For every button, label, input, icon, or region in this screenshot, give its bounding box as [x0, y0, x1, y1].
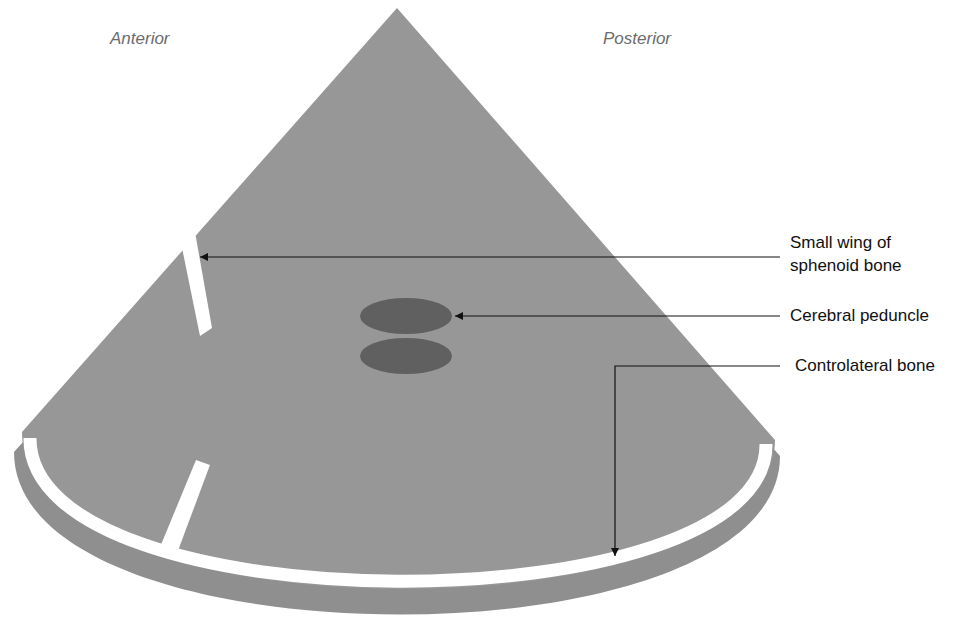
leader-line: [200, 256, 780, 257]
part-label: Small wing of sphenoid bone: [790, 232, 940, 278]
direction-label: Anterior: [110, 28, 270, 51]
leader-line: [455, 315, 780, 316]
direction-label: Posterior: [603, 28, 763, 51]
cerebral-peduncle: [360, 298, 452, 334]
controlateral-bone: [30, 438, 766, 581]
sphenoid-wing: [180, 232, 212, 336]
leader-line: [615, 366, 780, 556]
sphenoid-wing: [158, 460, 210, 556]
part-label: Cerebral peduncle: [790, 305, 965, 328]
part-label: Controlateral bone: [795, 355, 965, 378]
fan-sector: [22, 8, 775, 589]
cerebral-peduncle: [360, 338, 452, 374]
